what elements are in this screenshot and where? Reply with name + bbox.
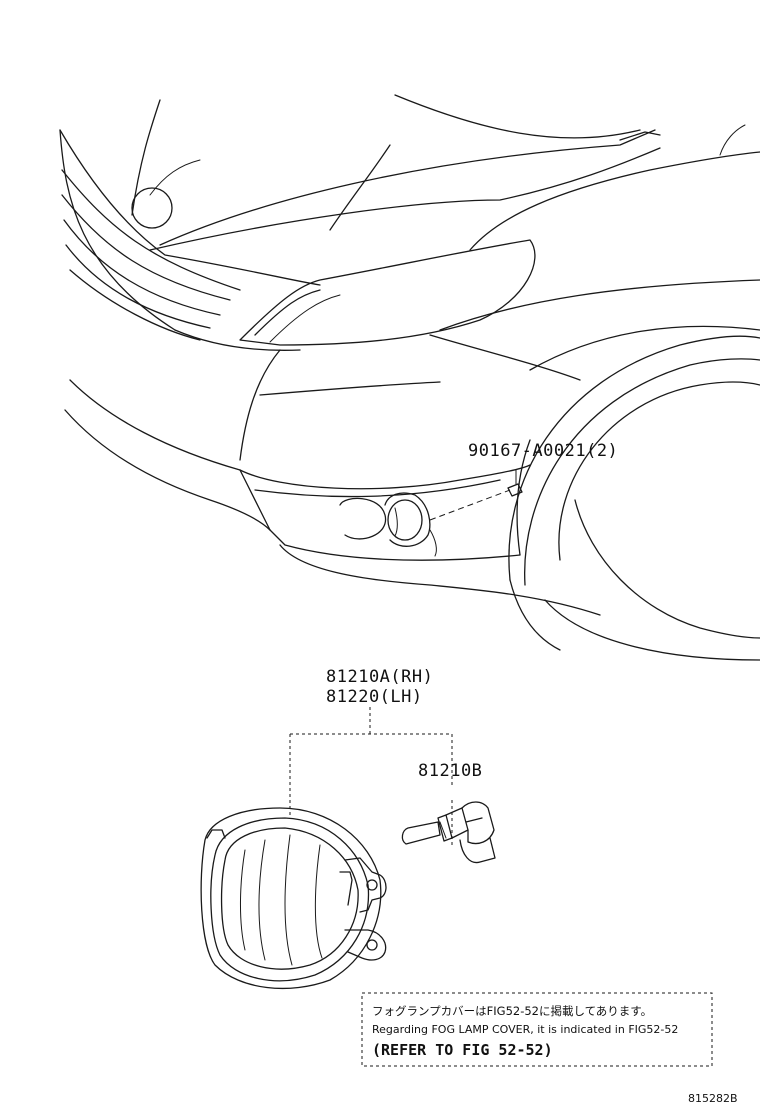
bulb-unit [401,801,496,864]
note-refer: (REFER TO FIG 52-52) [372,1041,553,1059]
part-label-fog-lamp-lh: 81220(LH) [326,687,423,707]
note-english: Regarding FOG LAMP COVER, it is indicate… [372,1023,678,1036]
part-label-bolt: 90167-A0021(2) [468,441,618,461]
figure-id: 815282B [688,1092,738,1105]
vehicle-front-illustration [59,94,760,661]
part-label-fog-lamp-rh: 81210A(RH) [326,667,433,687]
fog-lamp-unit [200,807,387,989]
reference-note-box [361,992,713,1067]
note-japanese: フォグランプカバーはFIG52-52に掲載してあります。 [372,1004,652,1018]
part-label-bulb: 81210B [418,761,482,781]
